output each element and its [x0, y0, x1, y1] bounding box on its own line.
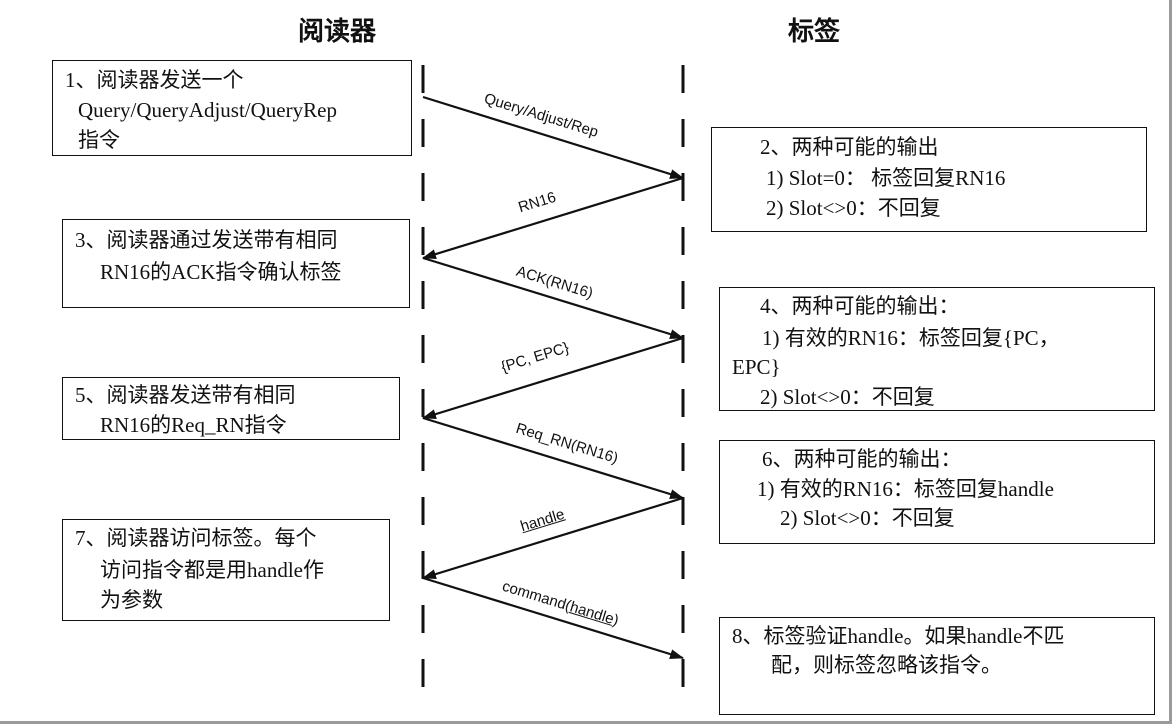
arrow-pc-epc — [422, 336, 684, 420]
arrow-handle — [422, 496, 684, 580]
step-3-line: 3、阅读器通过发送带有相同 — [75, 228, 338, 252]
step-1-line: 1、阅读器发送一个 — [65, 68, 244, 92]
tag-header: 标签 — [788, 17, 841, 46]
reader-header: 阅读器 — [298, 17, 377, 46]
step-4-box — [719, 287, 1155, 411]
page-border-bottom — [0, 721, 1172, 724]
arrow-req-rn — [422, 416, 684, 500]
step-5-line: RN16的Req_RN指令 — [100, 413, 287, 437]
step-2-line: 1) Slot=0： 标签回复RN16 — [766, 166, 1006, 190]
arrow-rn16 — [422, 176, 684, 260]
step-1-box — [52, 60, 412, 156]
step-8-line: 8、标签验证handle。如果handle不匹 — [732, 624, 1065, 648]
step-5-box — [62, 377, 400, 440]
step-6-line: 1) 有效的RN16：标签回复handle — [757, 477, 1054, 501]
step-3-line: RN16的ACK指令确认标签 — [100, 260, 342, 284]
arrow-ack — [422, 256, 684, 340]
step-8-box — [719, 617, 1155, 715]
step-7-box — [62, 519, 390, 621]
step-4-line: EPC} — [732, 355, 781, 379]
arrow-query — [422, 95, 684, 180]
step-8-line: 配，则标签忽略该指令。 — [771, 653, 1002, 677]
step-3-box — [62, 219, 410, 308]
step-6-line: 6、两种可能的输出： — [762, 447, 962, 471]
step-5-line: 5、阅读器发送带有相同 — [75, 383, 296, 407]
step-1-line: Query/QueryAdjust/QueryRep — [78, 98, 337, 122]
step-1-line: 指令 — [78, 128, 120, 152]
step-4-line: 4、两种可能的输出： — [760, 294, 960, 318]
step-7-line: 7、阅读器访问标签。每个 — [75, 526, 317, 550]
step-2-line: 2、两种可能的输出 — [760, 135, 939, 159]
step-2-line: 2) Slot<>0：不回复 — [766, 196, 941, 220]
step-7-line: 为参数 — [100, 588, 163, 612]
arrow-command — [422, 576, 684, 660]
step-4-line: 2) Slot<>0：不回复 — [760, 385, 935, 409]
step-2-box — [711, 127, 1147, 232]
step-4-line: 1) 有效的RN16：标签回复{PC， — [762, 326, 1060, 350]
page-border-right — [1169, 0, 1172, 724]
step-6-line: 2) Slot<>0：不回复 — [780, 506, 955, 530]
step-7-line: 访问指令都是用handle作 — [100, 558, 324, 582]
step-6-box — [719, 440, 1155, 544]
